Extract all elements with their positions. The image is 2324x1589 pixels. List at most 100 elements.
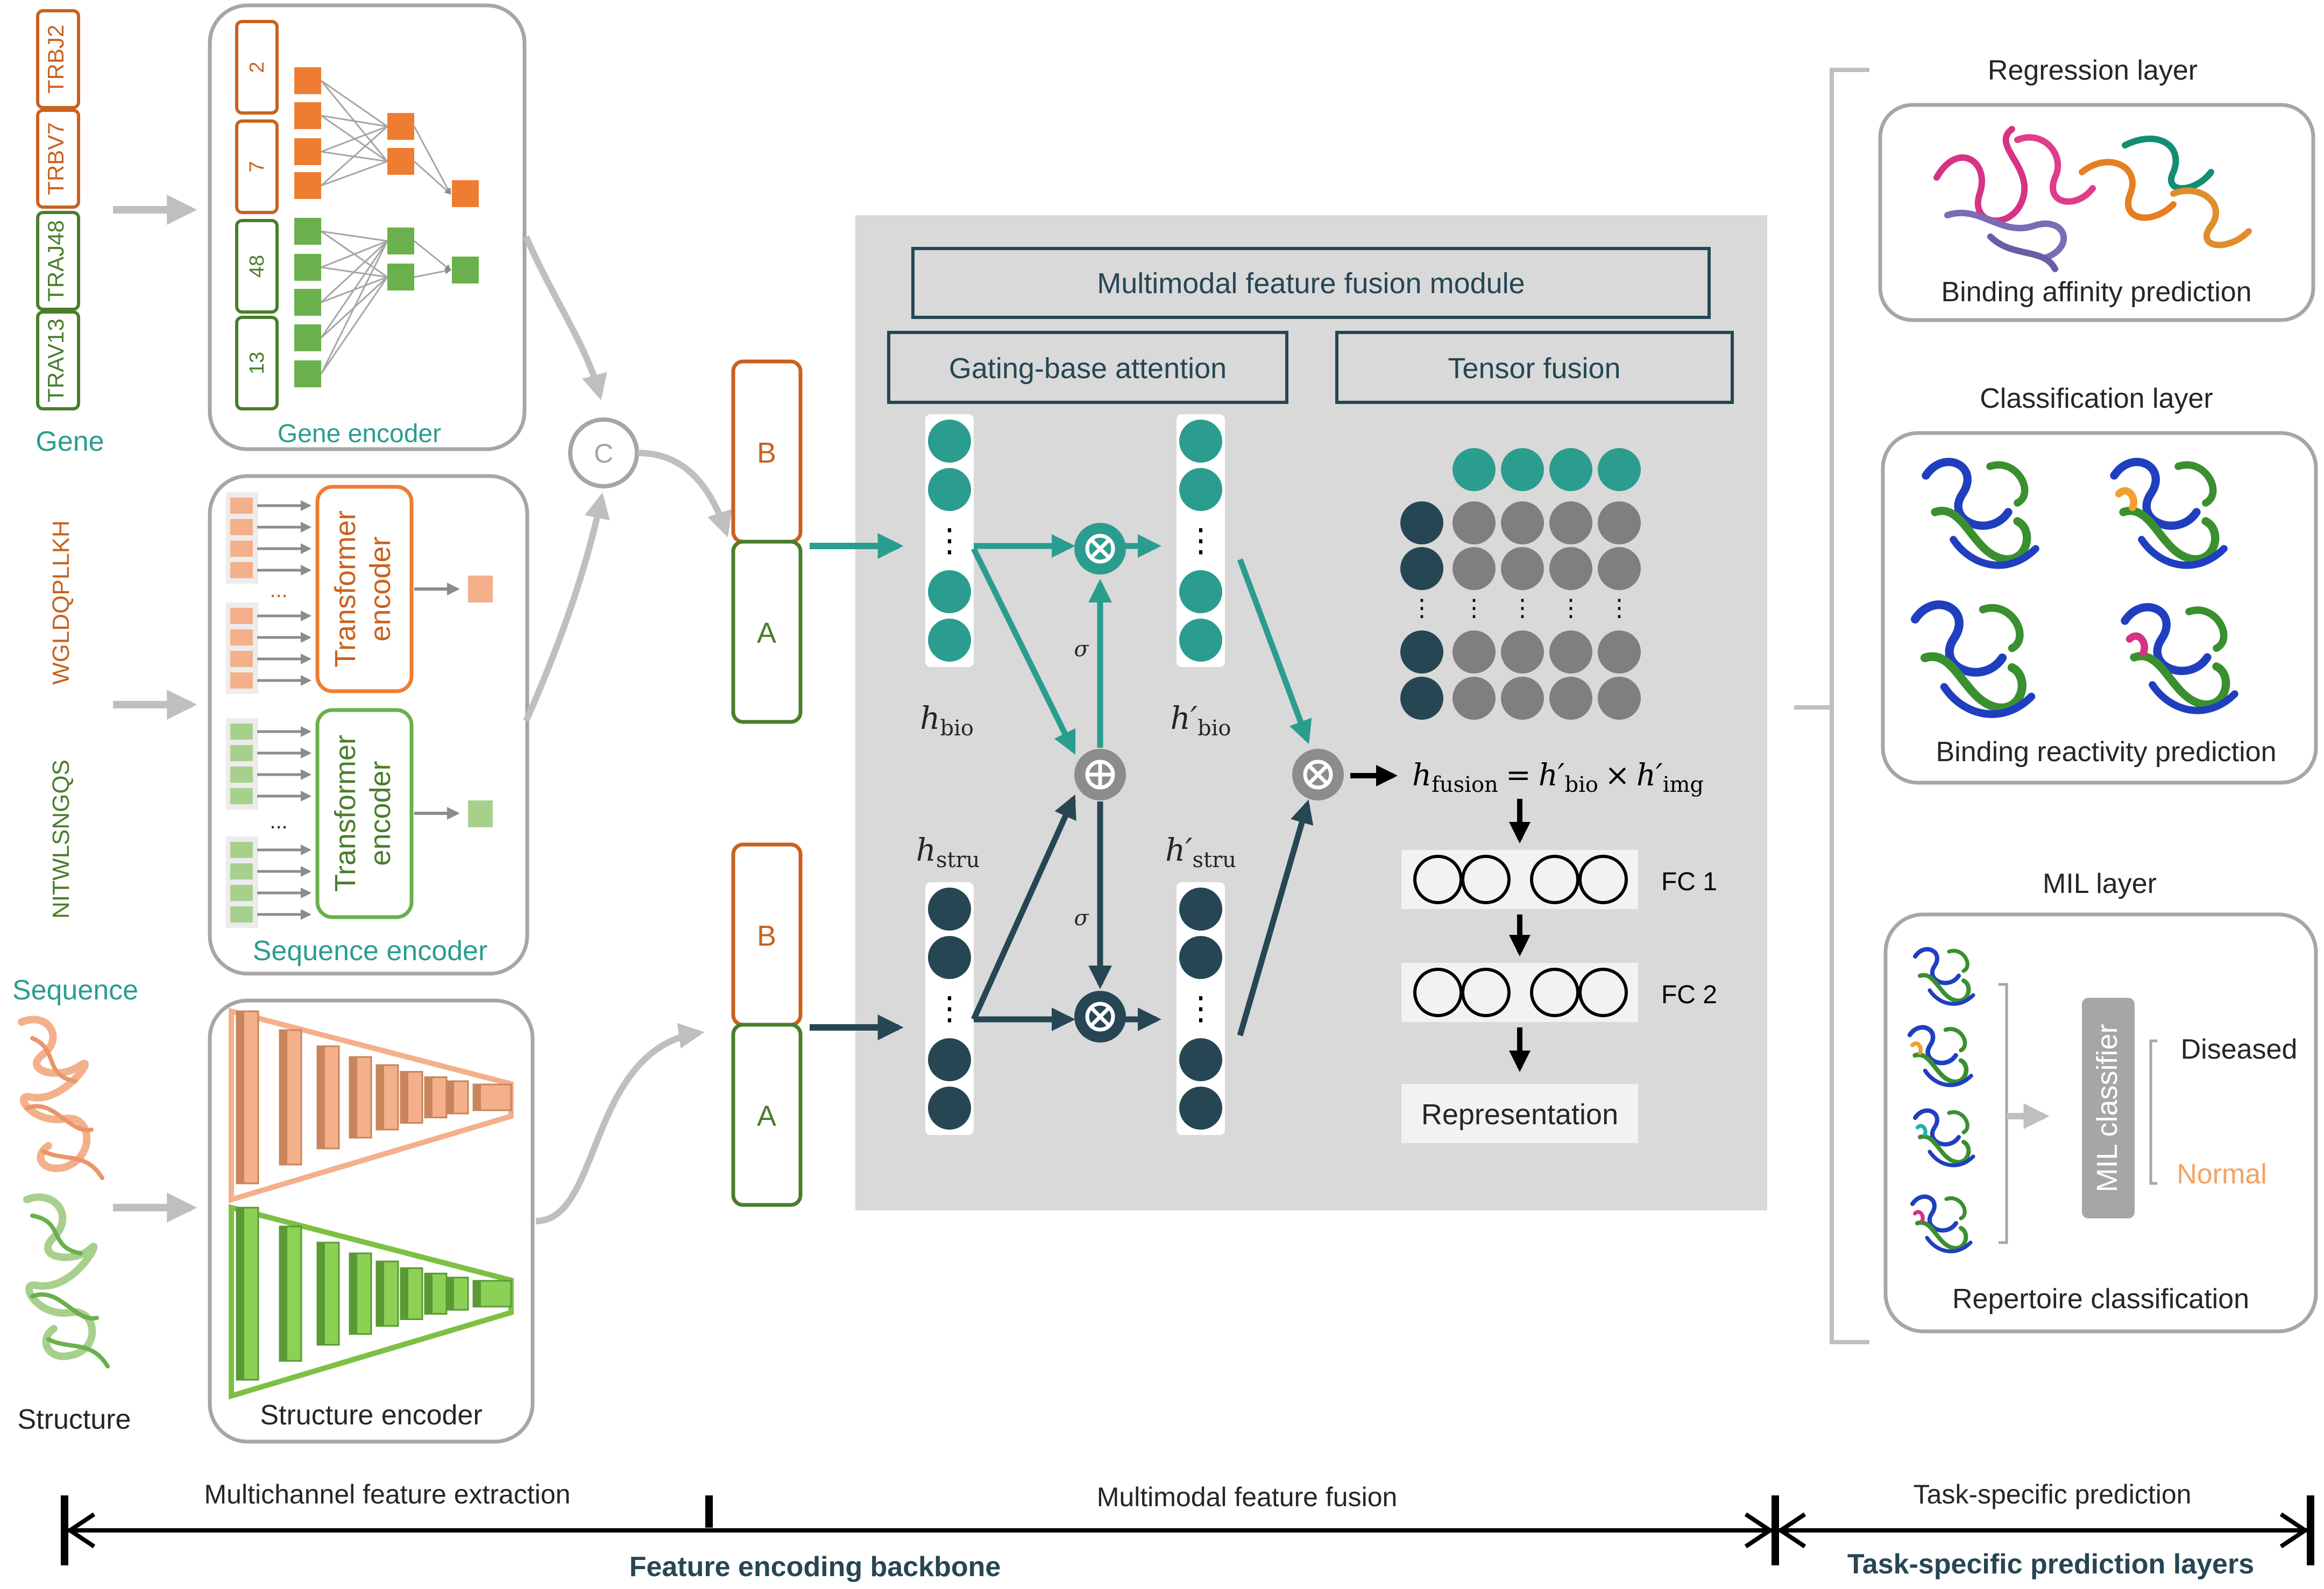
tensor-fusion-title: Tensor fusion [1448,352,1620,385]
mil-title: MIL layer [2043,868,2157,899]
vector-element [1179,1038,1222,1081]
tensor-cell [1452,547,1496,590]
cnn-layer-side [317,1243,325,1345]
token-embedding [230,885,253,901]
cnn-layer-side [350,1057,357,1138]
gene-tag-label: TRAJ48 [43,220,68,302]
tensor-cell [1598,630,1641,673]
cdr3-alpha-sequence: NITWLSNGQS [48,760,74,919]
classification-caption: Binding reactivity prediction [1936,736,2277,768]
token-ellipsis: ... [270,810,287,833]
chain-pair-bottom: B A [731,842,803,1207]
gene-index: 48 [246,255,268,278]
structure-input-group: Structure [18,1016,131,1435]
neuron [387,228,414,254]
cnn-layer-side [377,1065,384,1130]
classification-layer: Classification layer Binding reactivity … [1881,383,2318,785]
neuron [294,289,321,316]
gene-tag-trbv7 [36,109,80,209]
cnn-layer-side [350,1253,357,1334]
neuron [294,218,321,245]
neuron [387,148,414,175]
gene-index-box [235,219,279,314]
vector-element [1179,570,1222,613]
vector-element [928,619,971,662]
tensor-stru-element [1400,547,1443,590]
vector-element [1179,936,1222,979]
neuron [294,360,321,387]
protein-structure-image [18,1016,110,1368]
svg-text:B: B [757,920,776,952]
token-embedding [230,842,253,858]
sequence-token-embeddings [226,492,311,928]
normal-label: Normal [2177,1159,2267,1190]
sequence-label: Sequence [12,975,138,1006]
transformer-encoder-beta [315,485,414,693]
regression-caption: Binding affinity prediction [1941,276,2251,308]
neuron [452,257,479,283]
cnn-receptive-field [229,1204,514,1400]
tensor-ellipsis: ⋮ [1462,595,1486,621]
tensor-cell [1598,501,1641,544]
stage-label-prediction: Task-specific prediction [1914,1479,2192,1509]
protein-ribbon [1910,1194,1959,1233]
neuron [294,67,321,94]
protein-ribbon [1947,1110,1969,1134]
h-bio-prime-label: h′bio [1170,700,1231,741]
cnn-layer-side [237,1011,244,1183]
representation-label: Representation [1421,1098,1618,1131]
token-embedding [230,672,253,689]
tensor-cell [1549,501,1592,544]
protein-ribbon [1947,949,1969,973]
tensor-cell [1452,630,1496,673]
tensor-title-box [1335,331,1734,404]
protein-ribbon [1915,1220,1968,1251]
protein-ribbon [1979,604,2024,652]
svg-text:A: A [757,617,776,649]
cnn-layer-side [447,1278,454,1310]
pipeline-timeline: Multichannel feature extraction Multimod… [61,1479,2314,1583]
cnn-layer-side [401,1268,408,1320]
tensor-ellipsis: ⋮ [1607,595,1631,621]
protein-ribbon [1940,683,2036,718]
transformer-encoder-alpha [315,708,414,919]
tensor-bio-element [1549,448,1592,491]
sequence-input-group: WGLDQPLLKH NITWLSNGQS Sequence [12,520,138,1006]
h-bio-prime-vector: ⋮ [1177,414,1225,667]
mil-classifier-label: MIL classifier [2091,1024,2123,1192]
gating-title-box [887,331,1288,404]
tensor-fusion-grid: ⋮⋮⋮⋮⋮ [1400,448,1641,720]
concat-to-chain-arrow [637,450,732,538]
cnn-encoder-alpha [229,1204,514,1400]
sequence-embedding-beta [468,576,493,602]
tensor-cell [1501,501,1544,544]
mil-layer: MIL layer MIL classifier Diseased Normal… [1883,868,2318,1333]
tensor-bio-element [1501,448,1544,491]
protein-ribbon [1920,652,2027,712]
protein-ribbon [1917,1134,1971,1165]
chain-a-box [731,540,803,724]
vector-element [1179,420,1222,463]
vector-element [1179,468,1222,511]
gene-index: 2 [246,61,268,73]
diseased-label: Diseased [2181,1034,2298,1065]
vector-ellipsis: ⋮ [933,522,966,558]
tensor-stru-element [1400,630,1443,673]
gating-attention-title: Gating-base attention [949,352,1227,385]
fc1-label: FC 1 [1661,868,1717,896]
h-stru-prime-label: h′stru [1165,832,1236,872]
tensor-cell [1501,547,1544,590]
protein-ribbon [1912,1052,1969,1084]
protein-ribbon [1912,1108,1961,1147]
tensor-ellipsis: ⋮ [1559,595,1583,621]
neuron [294,254,321,281]
gene-mlp-network [294,67,479,387]
gene-tag-traj48 [36,211,80,311]
vector-element [928,888,971,931]
cnn-layer-side [425,1077,433,1118]
mil-caption: Repertoire classification [1952,1283,2249,1315]
protein-ribbon [2121,603,2212,675]
token-embedding [230,608,253,624]
neuron [294,138,321,165]
